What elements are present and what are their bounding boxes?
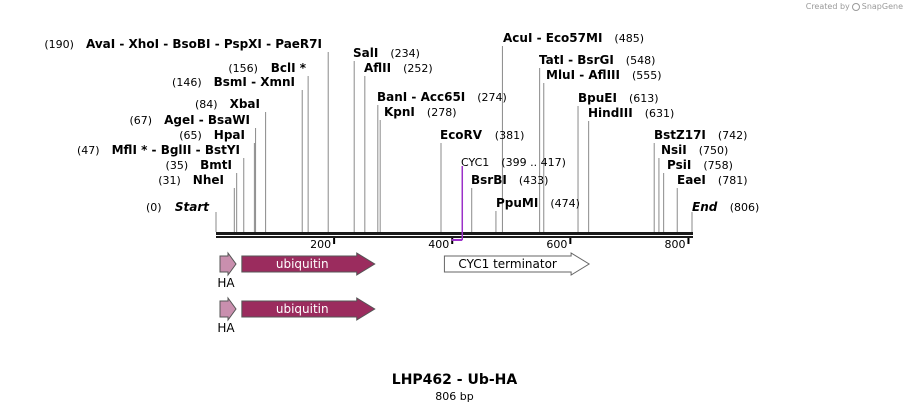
site-name-18[interactable]: MluI - AflIII [546, 68, 620, 82]
site-name-1[interactable]: BclI * [271, 61, 307, 75]
site-name-21[interactable]: BstZ17I [654, 128, 706, 142]
site-name-17[interactable]: TatI - BsrGI [539, 53, 614, 67]
site-pos-3: (84) [195, 98, 218, 111]
site-name-7[interactable]: BmtI [200, 158, 232, 172]
backbone: 200 400 600 800 [216, 232, 693, 251]
site-name-11[interactable]: BanI - Acc65I [377, 90, 465, 104]
site-name-9[interactable]: SalI [353, 46, 378, 60]
site-pos-4: (67) [130, 114, 153, 127]
site-pos-17: (548) [626, 54, 656, 67]
site-name-5[interactable]: HpaI [214, 128, 245, 142]
site-lines [215, 46, 693, 232]
site-name-23[interactable]: PsiI [667, 158, 691, 172]
site-pos-11: (274) [477, 91, 507, 104]
site-pos-9: (234) [390, 47, 420, 60]
site-name-13[interactable]: EcoRV [440, 128, 483, 142]
site-pos-13: (381) [495, 129, 525, 142]
feature-label-3: HA [217, 321, 235, 335]
site-name-12[interactable]: KpnI [384, 105, 415, 119]
ruler-label-3: 800 [664, 238, 685, 251]
site-pos-2: (146) [172, 76, 202, 89]
start-pos: (0) [146, 201, 162, 214]
site-pos-10: (252) [403, 62, 433, 75]
start-label: Start [175, 200, 210, 214]
feature-arrow-2[interactable] [443, 252, 591, 276]
backbone-bottom-strand [216, 236, 693, 238]
site-name-19[interactable]: BpuEI [578, 91, 617, 105]
end-pos: (806) [730, 201, 760, 214]
site-pos-23: (758) [703, 159, 733, 172]
site-pos-16: (485) [614, 32, 644, 45]
site-name-3[interactable]: XbaI [230, 97, 260, 111]
feature-label-2: CYC1 terminator [458, 257, 557, 271]
feature-label-1: ubiquitin [276, 257, 329, 271]
snapgene-logo-icon [851, 2, 860, 11]
site-name-15[interactable]: PpuMI [496, 196, 538, 210]
map-title: LHP462 - Ub-HA [391, 372, 518, 388]
ruler-label-0: 200 [310, 238, 331, 251]
site-pos-15: (474) [550, 197, 580, 210]
primer-name[interactable]: CYC1 [461, 156, 489, 169]
site-pos-12: (278) [427, 106, 457, 119]
site-name-8[interactable]: NheI [193, 173, 224, 187]
site-pos-19: (613) [629, 92, 659, 105]
site-pos-6: (47) [77, 144, 100, 157]
feature-arrow-1[interactable] [241, 252, 376, 276]
credit-text: Created by [805, 2, 850, 11]
site-pos-24: (781) [718, 174, 748, 187]
primer-annotation: CYC1 (399 .. 417) [451, 156, 566, 241]
feature-arrow-3[interactable] [219, 296, 237, 322]
site-pos-8: (31) [158, 174, 181, 187]
site-name-16[interactable]: AcuI - Eco57MI [503, 31, 602, 45]
site-pos-21: (742) [718, 129, 748, 142]
ruler-label-2: 600 [546, 238, 567, 251]
map-length: 806 bp [435, 390, 474, 403]
snapgene-credit: Created by SnapGene [806, 2, 903, 11]
site-name-6[interactable]: MflI * - BglII - BstYI [112, 143, 240, 157]
backbone-top-strand [216, 232, 693, 235]
feature-label-0: HA [217, 276, 235, 290]
site-name-22[interactable]: NsiI [661, 143, 687, 157]
site-pos-20: (631) [645, 107, 675, 120]
site-name-14[interactable]: BsrBI [471, 173, 507, 187]
site-name-2[interactable]: BsmI - XmnI [214, 75, 295, 89]
restriction-sites: AvaI - XhoI - BsoBI - PspXI - PaeR7I (190… [44, 31, 759, 214]
site-pos-18: (555) [632, 69, 662, 82]
site-pos-14: (433) [519, 174, 549, 187]
feature-label-4: ubiquitin [276, 302, 329, 316]
site-pos-0: (190) [44, 38, 74, 51]
end-label: End [692, 200, 718, 214]
site-pos-7: (35) [166, 159, 189, 172]
site-pos-22: (750) [699, 144, 729, 157]
site-name-4[interactable]: AgeI - BsaWI [164, 113, 250, 127]
site-name-24[interactable]: EaeI [677, 173, 706, 187]
site-pos-1: (156) [228, 62, 258, 75]
site-pos-5: (65) [179, 129, 202, 142]
site-name-10[interactable]: AflII [364, 61, 391, 75]
feature-arrow-4[interactable] [241, 297, 376, 321]
primer-range: (399 .. 417) [501, 156, 566, 169]
feature-arrow-0[interactable] [219, 251, 237, 277]
ruler-label-1: 400 [428, 238, 449, 251]
site-name-0[interactable]: AvaI - XhoI - BsoBI - PspXI - PaeR7I [86, 37, 322, 51]
credit-brand: SnapGene [861, 2, 903, 11]
site-name-20[interactable]: HindIII [588, 106, 633, 120]
